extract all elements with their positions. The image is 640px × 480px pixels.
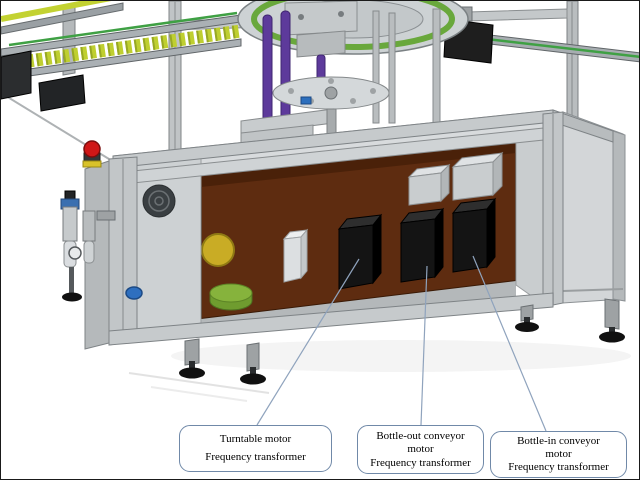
bottom-rail <box>108 292 554 346</box>
vfd-turntable-motor <box>337 213 383 290</box>
turntable-assembly <box>237 1 469 152</box>
callout-line: motor <box>407 443 434 455</box>
infeed-conveyor <box>1 1 242 112</box>
pneumatic-filter-regulator <box>60 190 116 302</box>
machine-feet <box>179 298 625 385</box>
leader-line-bottle-in <box>472 255 547 432</box>
cabinet-frame <box>84 109 626 350</box>
callout-line: Frequency transformer <box>370 456 471 469</box>
blue-knob <box>125 286 143 300</box>
leader-line-bottle-out <box>420 265 428 426</box>
pressure-gauge <box>68 246 82 260</box>
green-cylinder <box>209 283 253 311</box>
cabinet-interior <box>200 141 517 327</box>
leader-line-turntable <box>256 258 360 426</box>
outfeed-conveyor <box>443 6 639 64</box>
yellow-cylinder <box>201 233 235 267</box>
vfd-bottle-out-motor <box>399 207 445 283</box>
gray-box-b <box>451 151 504 201</box>
callout-line: Turntable motor <box>219 433 292 446</box>
callout-bottle-in-motor: Bottle-in conveyor motor Frequency trans… <box>490 431 627 478</box>
estop-red-button <box>83 140 101 158</box>
callout-line: Bottle-in conveyor <box>517 435 600 447</box>
callout-bottle-out-motor: Bottle-out conveyor motor Frequency tran… <box>357 425 484 474</box>
callout-turntable-motor: Turntable motor Frequency transformer <box>179 425 332 472</box>
callout-line: motor <box>545 448 572 460</box>
emergency-stop <box>82 140 102 168</box>
fan-grille <box>142 184 176 218</box>
vfd-bottle-in-motor <box>451 197 497 273</box>
gray-box-a <box>407 163 451 206</box>
callout-line: Frequency transformer <box>508 461 609 473</box>
frl-foot <box>62 292 82 302</box>
small-white-box <box>282 228 309 283</box>
turntable-green-ring <box>251 1 455 50</box>
callout-line: Bottle-out conveyor <box>376 429 465 442</box>
callout-line: Frequency transformer <box>205 450 306 463</box>
callout-leader-lines <box>256 255 547 432</box>
infeed-conveyor-motor <box>38 74 86 112</box>
floor-shadow <box>128 340 631 402</box>
